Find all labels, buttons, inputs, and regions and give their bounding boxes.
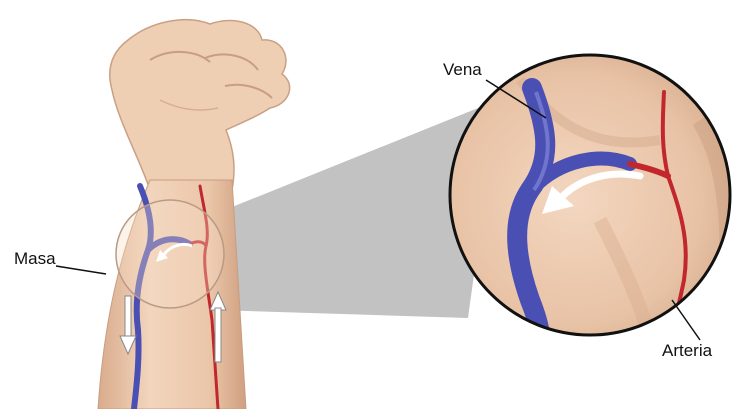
- hand: [110, 20, 290, 190]
- zoom-content: [440, 50, 740, 350]
- vena-label: Vena: [443, 60, 482, 80]
- wrist-lens: [116, 200, 224, 308]
- masa-label: Masa: [14, 249, 56, 269]
- masa-leader-line: [56, 266, 106, 274]
- arteria-label: Arteria: [662, 341, 712, 361]
- arteria-leader-line: [672, 300, 700, 340]
